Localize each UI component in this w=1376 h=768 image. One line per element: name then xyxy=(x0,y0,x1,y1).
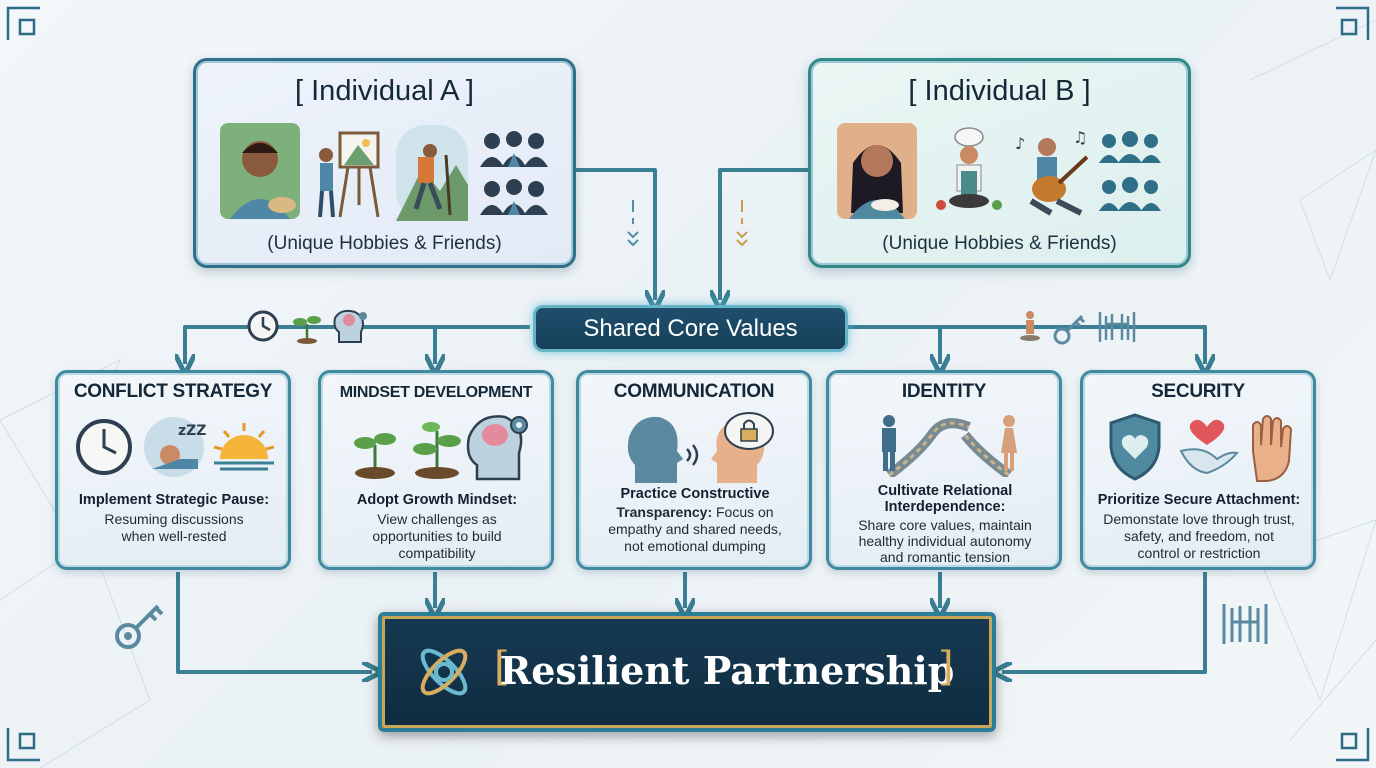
person-path-icon xyxy=(1020,311,1040,341)
person-portrait-icon xyxy=(220,123,300,219)
card-line-1: empathy and shared needs, xyxy=(608,521,782,537)
card-line-3: control or restriction xyxy=(1137,545,1261,561)
card-title: CONFLICT STRATEGY xyxy=(73,381,273,402)
conflict-strategy-icons: zZZ xyxy=(76,417,274,477)
card-title: COMMUNICATION xyxy=(613,381,775,402)
card-line-1: Share core values, maintain xyxy=(858,517,1032,533)
top-left-icon-strip xyxy=(247,309,367,344)
individual-b-panel: [ Individual B ] ♪ ♫ xyxy=(808,58,1191,268)
brain-head-icon xyxy=(333,309,367,343)
shield-heart-icon xyxy=(1109,413,1161,481)
card-line-2: healthy individual autonomy xyxy=(858,533,1032,549)
card-title: MINDSET DEVELOPMENT xyxy=(339,384,533,401)
identity-card: IDENTITY Cultivate Relational Interdepen… xyxy=(826,370,1062,570)
security-icons xyxy=(1109,413,1293,482)
card-heading-line-2: Transparency: Focus on xyxy=(616,504,774,520)
brain-gear-icon xyxy=(466,415,528,481)
card-heading-line-1: Cultivate Relational xyxy=(877,483,1013,499)
interlocking-orbits-icon xyxy=(420,648,468,696)
card-line-1: Resuming discussions xyxy=(104,511,244,527)
friends-group-icon xyxy=(480,131,548,215)
individual-a-caption: (Unique Hobbies & Friends) xyxy=(267,233,502,254)
mindset-development-card: MINDSET DEVELOPMENT Adopt G xyxy=(318,370,554,570)
individual-b-caption: (Unique Hobbies & Friends) xyxy=(882,233,1117,254)
dotted-chevron-left-icon xyxy=(627,200,639,247)
hiker-icon xyxy=(396,125,468,221)
dove-heart-icon xyxy=(1179,419,1239,475)
individual-a-panel: [ Individual A ] xyxy=(193,58,576,268)
sprout-icon xyxy=(293,316,321,344)
man-icon xyxy=(882,415,896,471)
sleeping-person-icon: zZZ xyxy=(144,417,206,477)
card-line-1: View challenges as xyxy=(377,511,497,527)
individual-a-title: [ Individual A ] xyxy=(295,75,474,107)
sprout-icon xyxy=(354,433,396,479)
clock-icon xyxy=(76,419,132,475)
individual-b-title: [ Individual B ] xyxy=(908,75,1091,107)
dotted-chevron-right-icon xyxy=(736,200,748,247)
gate-icon xyxy=(1222,604,1268,644)
right-bracket: ] xyxy=(938,644,954,690)
identity-icons xyxy=(882,415,1017,477)
card-title: IDENTITY xyxy=(901,381,987,402)
lock-speech-bubble-icon xyxy=(724,412,774,450)
clock-icon xyxy=(247,310,279,342)
card-heading: Implement Strategic Pause: xyxy=(78,492,270,508)
card-heading-line-1: Practice Constructive xyxy=(620,486,770,502)
top-right-icon-strip xyxy=(1020,311,1136,345)
card-line-2: not emotional dumping xyxy=(624,538,766,554)
key-icon xyxy=(115,604,164,649)
card-line-2: safety, and freedom, not xyxy=(1124,528,1274,544)
guitar-player-icon: ♪ ♫ xyxy=(1015,128,1089,216)
raised-hand-icon xyxy=(1252,415,1293,482)
chef-cooking-icon xyxy=(936,127,1002,210)
card-heading: Adopt Growth Mindset: xyxy=(356,492,518,508)
shared-core-values-box: Shared Core Values xyxy=(533,305,848,352)
svg-text:♪: ♪ xyxy=(1015,134,1025,153)
person-portrait-icon xyxy=(837,123,917,219)
card-line-2: opportunities to build xyxy=(372,528,502,544)
diverging-paths-icon xyxy=(886,418,1012,477)
friends-group-icon xyxy=(1099,131,1161,211)
communication-card: COMMUNICATION Practice Constructive Tran… xyxy=(576,370,812,570)
svg-text:♫: ♫ xyxy=(1073,128,1087,147)
security-card: SECURITY Prioritize Secure Attachment: D… xyxy=(1080,370,1316,570)
card-line-3: compatibility xyxy=(398,545,476,561)
card-heading: Prioritize Secure Attachment: xyxy=(1097,492,1301,508)
speaking-head-icon xyxy=(627,416,699,483)
svg-text:zZZ: zZZ xyxy=(178,423,206,439)
resilient-partnership-box: [ Resilient Partnership ] xyxy=(378,612,996,732)
card-line-1: Demonstate love through trust, xyxy=(1103,511,1295,527)
result-label: Resilient Partnership xyxy=(499,648,955,693)
card-title: SECURITY xyxy=(1151,381,1245,402)
key-icon xyxy=(1053,314,1086,345)
conflict-strategy-card: CONFLICT STRATEGY zZZ Implement Strategi… xyxy=(55,370,291,570)
gate-icon xyxy=(1098,312,1136,342)
mindset-development-icons xyxy=(354,415,528,481)
painter-easel-icon xyxy=(318,131,380,218)
growing-plant-icon xyxy=(413,422,461,479)
sunrise-icon xyxy=(213,423,274,471)
card-line-2: when well-rested xyxy=(121,528,227,544)
left-bracket: [ xyxy=(494,644,510,690)
card-heading-line-2: Interdependence: xyxy=(884,499,1006,515)
woman-icon xyxy=(1001,415,1017,471)
communication-icons xyxy=(627,412,774,483)
card-line-3: and romantic tension xyxy=(880,549,1010,565)
